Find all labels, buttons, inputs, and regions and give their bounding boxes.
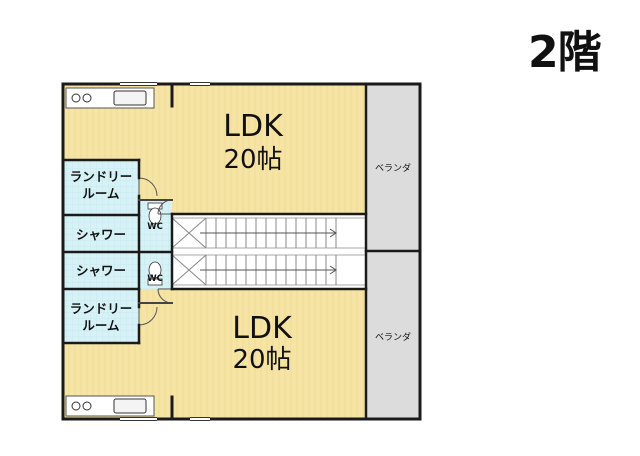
shower-label-lower: シャワー: [76, 263, 126, 278]
toilet-lower: [147, 261, 163, 286]
stair-hall: [172, 214, 366, 289]
wc-label-upper: WC: [147, 222, 163, 232]
kitchen-lower: [65, 395, 155, 417]
floor-title: 2階: [528, 27, 602, 78]
laundry-room-label-upper: ランドリールーム: [70, 169, 133, 201]
laundry-room-floor-upper: [63, 160, 139, 214]
kitchen-upper: [65, 87, 155, 109]
sink-icon: [113, 398, 147, 414]
windows: [120, 83, 210, 420]
veranda-floor-lower: [366, 252, 420, 419]
wc-label-lower: WC: [147, 274, 163, 284]
stove-burner-icon: [71, 401, 81, 411]
laundry-room-floor-lower: [63, 289, 139, 343]
ldk-label-upper: LDK: [223, 109, 284, 144]
shower-floor-lower: [63, 253, 139, 289]
walls: [61, 82, 422, 421]
sink-icon: [113, 90, 147, 106]
ldk-size-upper: 20帖: [223, 145, 282, 175]
room-label-line: ルーム: [82, 318, 120, 333]
stove-burner-icon: [82, 93, 92, 103]
laundry-room-label-lower: ランドリールーム: [70, 301, 133, 333]
ldk-size-lower: 20帖: [232, 345, 291, 375]
veranda-label-lower: ベランダ: [375, 331, 411, 343]
veranda-label-upper: ベランダ: [375, 162, 411, 174]
window-frames: [120, 82, 210, 421]
ldk-label-lower: LDK: [232, 311, 293, 346]
room-label-line: ランドリー: [70, 169, 133, 184]
room-label-line: ランドリー: [70, 301, 133, 316]
stove-burner-icon: [82, 401, 92, 411]
shower-floor-upper: [63, 216, 139, 252]
veranda-floor-upper: [366, 84, 420, 250]
shower-label-upper: シャワー: [76, 227, 126, 242]
stove-burner-icon: [71, 93, 81, 103]
room-label-line: ルーム: [82, 186, 120, 201]
